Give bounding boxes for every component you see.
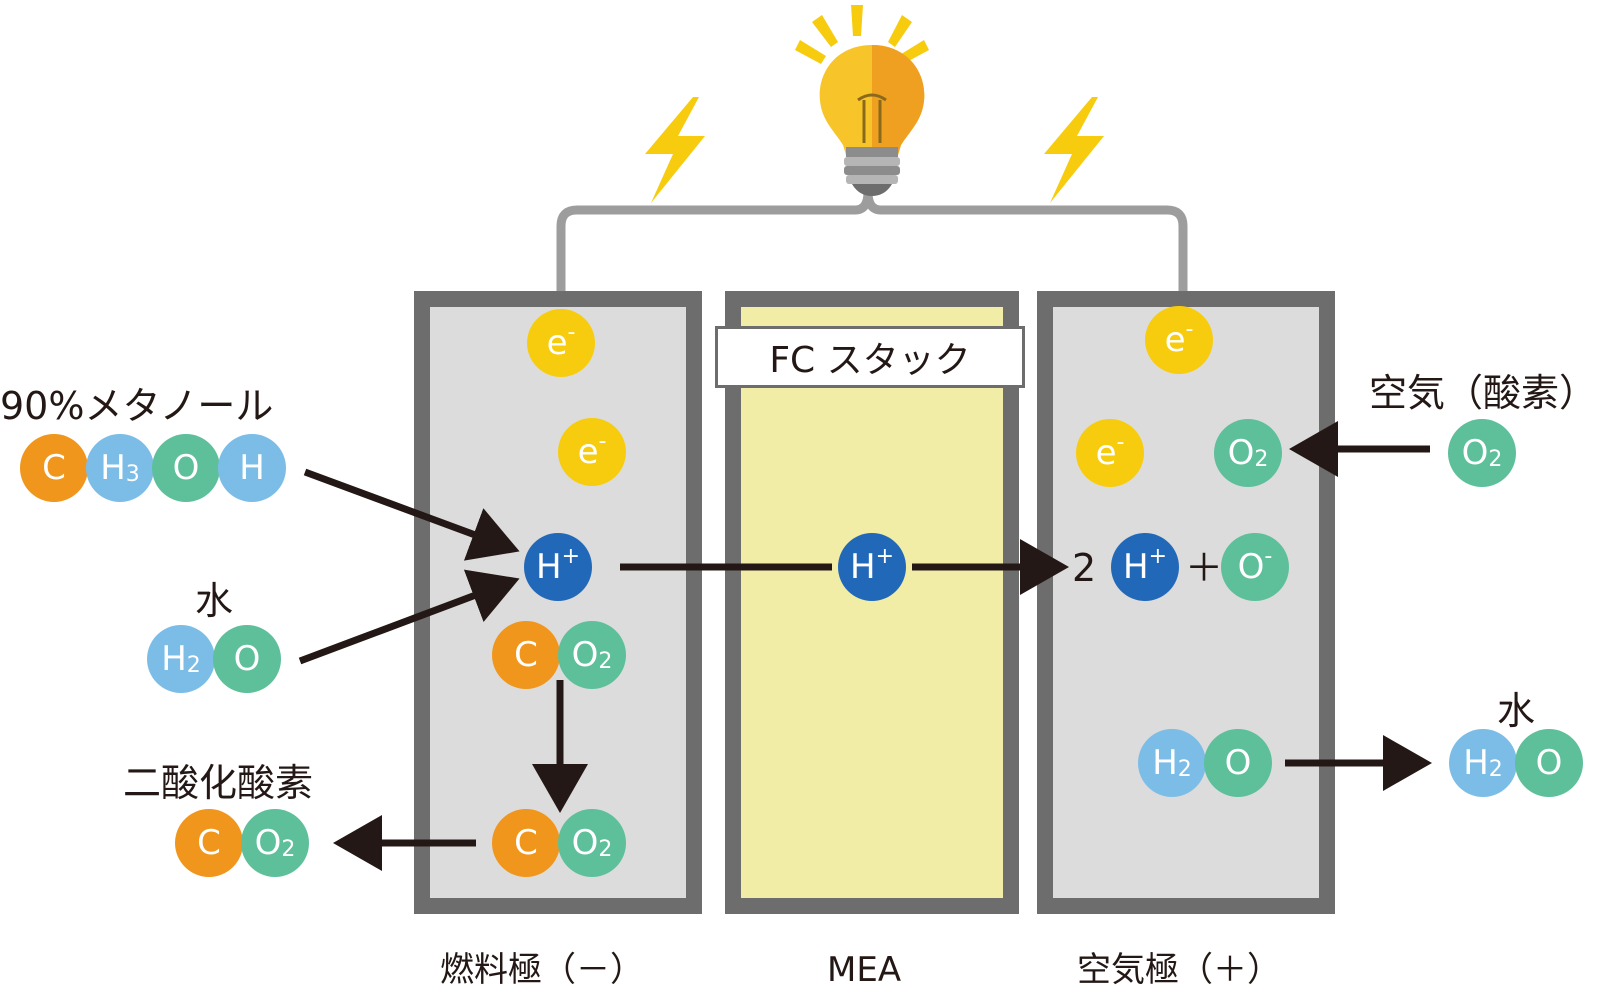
proton: H+ (838, 533, 906, 601)
water-in-label: 水 (195, 579, 234, 623)
cathode-electrode (1037, 291, 1335, 914)
mea-label: MEA (827, 950, 902, 990)
plus-sign: ＋ (1185, 546, 1224, 590)
oxide-ion: O- (1221, 533, 1289, 601)
proton: H+ (1111, 533, 1179, 601)
co2-label: 二酸化酸素 (123, 761, 314, 805)
carbon-atom: C (492, 809, 560, 877)
light-bulb-icon (795, 5, 929, 196)
anode-electrode (414, 291, 702, 914)
oxygen-atom: O (1204, 729, 1272, 797)
electron: e- (1145, 306, 1213, 374)
proton: H+ (524, 533, 592, 601)
mea-membrane (725, 291, 1019, 914)
carbon-atom: C (20, 434, 88, 502)
anode-label: 燃料極（－） (440, 950, 644, 990)
methanol-to-proton-arrow (303, 468, 520, 561)
air-label: 空気（酸素） (1369, 371, 1598, 415)
cathode-label: 空気極（＋） (1077, 950, 1281, 990)
lightning-bolt-icon (1044, 97, 1104, 203)
water-to-proton-arrow (298, 569, 520, 665)
oxygen-atom: O (1515, 729, 1583, 797)
carbon-atom: C (175, 809, 243, 877)
methanol-label: 90%メタノール (0, 384, 274, 428)
water-out-label: 水 (1497, 689, 1536, 733)
electron: e- (558, 418, 626, 486)
hydrogen-atom: H (218, 434, 286, 502)
fc-stack-label: FC スタック (715, 326, 1025, 388)
oxygen-atom: O (152, 434, 220, 502)
oxygen-atom: O (213, 625, 281, 693)
coefficient-label: 2 (1072, 546, 1097, 590)
lightning-bolt-icon (645, 97, 705, 203)
circuit-wire (556, 187, 1188, 291)
carbon-atom: C (492, 621, 560, 689)
electron: e- (527, 309, 595, 377)
electron: e- (1076, 419, 1144, 487)
